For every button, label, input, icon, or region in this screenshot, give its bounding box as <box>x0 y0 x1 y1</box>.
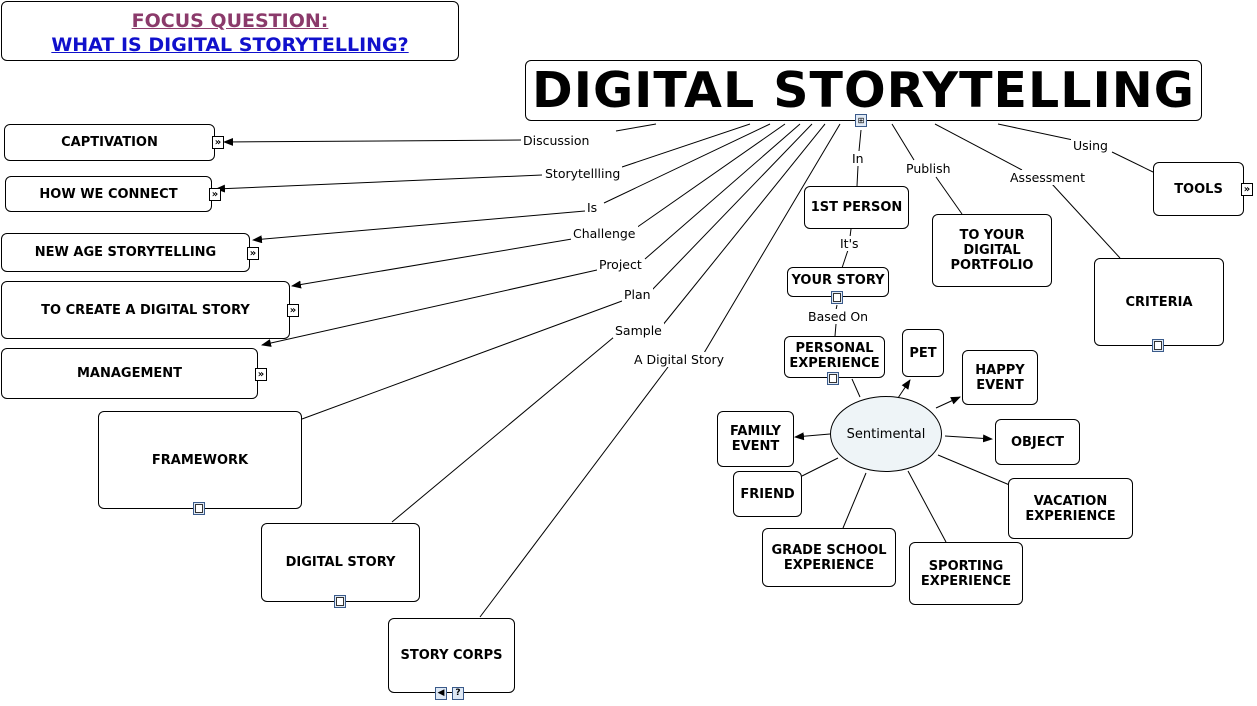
node-tools[interactable]: TOOLS <box>1153 162 1244 216</box>
node-friend[interactable]: FRIEND <box>733 471 802 517</box>
resource-doc-icon[interactable] <box>193 502 205 515</box>
link-label-publish: Publish <box>904 161 953 176</box>
concept-map-icon[interactable]: ⊞ <box>855 114 867 127</box>
node-digital-story[interactable]: DIGITAL STORY <box>261 523 420 602</box>
submap-arrow-icon[interactable]: » <box>212 136 224 149</box>
node-story-corps[interactable]: STORY CORPS <box>388 618 515 693</box>
submap-arrow-icon[interactable]: » <box>255 368 267 381</box>
link-label-storytelling: Storytellling <box>543 166 623 181</box>
link-label-its: It's <box>838 236 861 251</box>
root-concept[interactable]: DIGITAL STORYTELLING <box>525 60 1202 121</box>
node-sporting-experience[interactable]: SPORTING EXPERIENCE <box>909 542 1023 605</box>
node-how-we-connect[interactable]: HOW WE CONNECT <box>5 176 212 212</box>
node-personal-experience[interactable]: PERSONAL EXPERIENCE <box>784 336 885 378</box>
node-framework[interactable]: FRAMEWORK <box>98 411 302 509</box>
link-label-discussion: Discussion <box>521 133 592 148</box>
resource-doc-icon[interactable] <box>334 595 346 608</box>
node-pet[interactable]: PET <box>902 329 944 377</box>
link-label-is: Is <box>585 200 600 215</box>
resource-doc-icon[interactable] <box>831 291 843 304</box>
question-icon[interactable]: ? <box>452 687 464 700</box>
submap-arrow-icon[interactable]: » <box>287 304 299 317</box>
link-label-sample: Sample <box>613 323 664 338</box>
link-label-assessment: Assessment <box>1008 170 1087 185</box>
node-criteria[interactable]: CRITERIA <box>1094 258 1224 346</box>
link-label-project: Project <box>597 257 644 272</box>
node-management[interactable]: MANAGEMENT <box>1 348 258 399</box>
node-sentimental[interactable]: Sentimental <box>830 396 942 472</box>
node-captivation[interactable]: CAPTIVATION <box>4 124 215 161</box>
submap-arrow-icon[interactable]: » <box>209 188 221 201</box>
link-label-plan: Plan <box>622 287 653 302</box>
node-grade-school-experience[interactable]: GRADE SCHOOL EXPERIENCE <box>762 528 896 587</box>
focus-question-link[interactable]: WHAT IS DIGITAL STORYTELLING? <box>51 34 409 56</box>
link-label-challenge: Challenge <box>571 226 638 241</box>
sound-icon[interactable]: ◀ <box>435 687 447 700</box>
link-label-a-digital-story: A Digital Story <box>632 352 727 367</box>
node-vacation-experience[interactable]: VACATION EXPERIENCE <box>1008 478 1133 539</box>
node-happy-event[interactable]: HAPPY EVENT <box>962 350 1038 405</box>
root-concept-label: DIGITAL STORYTELLING <box>532 62 1195 119</box>
node-object[interactable]: OBJECT <box>995 419 1080 465</box>
submap-arrow-icon[interactable]: » <box>247 247 259 260</box>
node-to-create-digital-story[interactable]: TO CREATE A DIGITAL STORY <box>1 281 290 339</box>
link-label-using: Using <box>1071 138 1110 153</box>
resource-doc-icon[interactable] <box>827 372 839 385</box>
link-label-based-on: Based On <box>806 309 871 324</box>
resource-doc-icon[interactable] <box>1152 339 1164 352</box>
node-new-age-storytelling[interactable]: NEW AGE STORYTELLING <box>1 233 250 272</box>
focus-question-heading: FOCUS QUESTION: <box>131 10 329 32</box>
focus-question-box: FOCUS QUESTION: WHAT IS DIGITAL STORYTEL… <box>1 1 459 61</box>
node-to-your-digital-portfolio[interactable]: TO YOUR DIGITAL PORTFOLIO <box>932 214 1052 287</box>
submap-arrow-icon[interactable]: » <box>1241 183 1253 196</box>
link-label-in: In <box>850 151 866 166</box>
node-1st-person[interactable]: 1ST PERSON <box>804 186 909 229</box>
node-family-event[interactable]: FAMILY EVENT <box>717 411 794 467</box>
